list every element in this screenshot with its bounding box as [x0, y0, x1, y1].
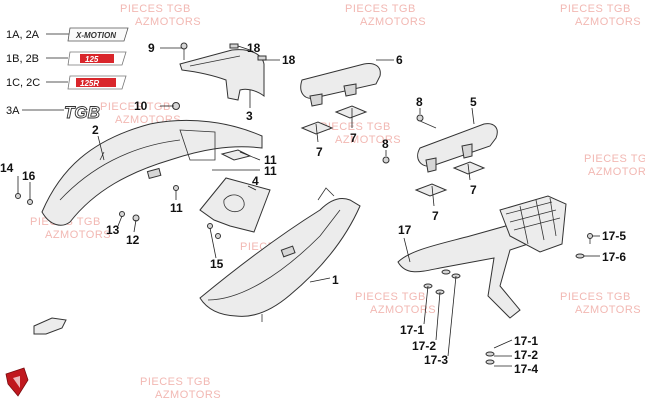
watermark-line1: PIECES TGB: [140, 376, 211, 388]
callout-17-1: 17-1: [400, 323, 424, 337]
watermark-line2: AZMOTORS: [588, 166, 645, 178]
watermark-line1: PIECES TGB: [560, 291, 631, 303]
decal-text: 125R: [80, 79, 99, 88]
watermark-line2: AZMOTORS: [575, 304, 641, 316]
watermark-line2: AZMOTORS: [360, 16, 426, 28]
part-4-tray: [199, 177, 271, 233]
callout-7: 7: [316, 145, 323, 159]
callout-11: 11: [264, 153, 277, 167]
watermark-line2: AZMOTORS: [335, 134, 401, 146]
watermark-line1: PIECES TGB: [100, 101, 171, 113]
part-1-right-side-cover: [199, 187, 361, 322]
part-7-pads: [220, 105, 486, 197]
part-3-rail-bracket: [179, 49, 265, 101]
callout-17: 17: [398, 223, 412, 237]
callout-18: 18: [247, 41, 261, 55]
watermark-line1: PIECES TGB: [345, 3, 416, 15]
decal-text: TGB: [64, 103, 100, 122]
callout-17-2: 17-2: [514, 348, 538, 362]
callout-9: 9: [148, 41, 155, 55]
callout-17-5: 17-5: [602, 229, 626, 243]
bolt-17-5: [587, 233, 593, 239]
callout-8: 8: [382, 137, 389, 151]
screw-16: [27, 199, 33, 205]
callout-7: 7: [432, 209, 439, 223]
watermark-line2: AZMOTORS: [155, 389, 221, 400]
tgb-decal: TGB: [64, 103, 101, 123]
watermark-line1: PIECES TGB: [355, 291, 426, 303]
callout-1: 1: [332, 273, 339, 287]
callout-5: 5: [470, 95, 477, 109]
callout-11: 11: [264, 164, 277, 178]
callout-2: 2: [92, 123, 99, 137]
callout-17-1: 17-1: [514, 334, 538, 348]
decal-text: 125: [85, 55, 99, 64]
callout-labels: 9 18 18 3 10 2 6 7 7 8 8 5 7 7 11 11 4 1…: [0, 41, 626, 376]
callout-16: 16: [22, 169, 36, 183]
callout-17-6: 17-6: [602, 250, 626, 264]
callout-10: 10: [134, 99, 148, 113]
125r-decal: 125R: [67, 75, 127, 90]
clip-18: [257, 55, 267, 61]
screw-8: [416, 114, 424, 122]
callout-7: 7: [350, 131, 357, 145]
legend-label: 1C, 2C: [6, 77, 40, 89]
legend: 1A, 2A X-MOTION 1B, 2B 125 1C, 2C 125R 3…: [6, 27, 129, 123]
watermark-line2: AZMOTORS: [45, 229, 111, 241]
part-2-left-side-cover: [41, 119, 263, 226]
part-5-rear-handle: [417, 123, 498, 173]
clip-18: [229, 43, 239, 49]
callout-7: 7: [470, 183, 477, 197]
callout-3: 3: [246, 109, 253, 123]
125-decal: 125: [67, 51, 127, 66]
screw-8: [382, 156, 390, 164]
callout-17-3: 17-3: [424, 353, 448, 367]
callout-15: 15: [210, 257, 224, 271]
screw-14: [15, 193, 21, 199]
washer-17-6: [575, 253, 585, 259]
callout-14: 14: [0, 161, 14, 175]
watermark-group: PIECES TGB AZMOTORS PIECES TGB AZMOTORS …: [30, 3, 645, 400]
screw-15: [215, 233, 221, 239]
callout-13: 13: [106, 223, 120, 237]
callout-12: 12: [126, 233, 140, 247]
legend-label: 1A, 2A: [6, 29, 40, 41]
decal-text: X-MOTION: [75, 31, 116, 40]
callout-4: 4: [252, 174, 259, 188]
brand-shield-logo: [5, 367, 29, 397]
bracket-small: [33, 317, 67, 335]
watermark-line2: AZMOTORS: [575, 16, 641, 28]
part-17-rear-rack: [397, 195, 567, 319]
clip-13: [119, 211, 125, 217]
legend-label: 3A: [6, 105, 20, 117]
callout-17-4: 17-4: [514, 362, 538, 376]
part-6-grab-handle: [300, 63, 381, 107]
clip-11: [173, 185, 179, 191]
callout-11: 11: [170, 201, 183, 215]
leader-lines: [17, 45, 600, 367]
callout-18: 18: [282, 53, 296, 67]
legend-label: 1B, 2B: [6, 53, 39, 65]
callout-6: 6: [396, 53, 403, 67]
watermark-line2: AZMOTORS: [135, 16, 201, 28]
x-motion-decal: X-MOTION: [67, 27, 129, 42]
watermark-line1: PIECES TGB: [320, 121, 391, 133]
callout-8: 8: [416, 95, 423, 109]
screw-15: [207, 223, 213, 229]
watermark-line1: PIECES TGB: [560, 3, 631, 15]
watermark-line1: PIECES TGB: [584, 153, 645, 165]
callout-17-2: 17-2: [412, 339, 436, 353]
hardware: [15, 42, 593, 365]
watermark-line1: PIECES TGB: [120, 3, 191, 15]
watermark-line2: AZMOTORS: [370, 304, 436, 316]
